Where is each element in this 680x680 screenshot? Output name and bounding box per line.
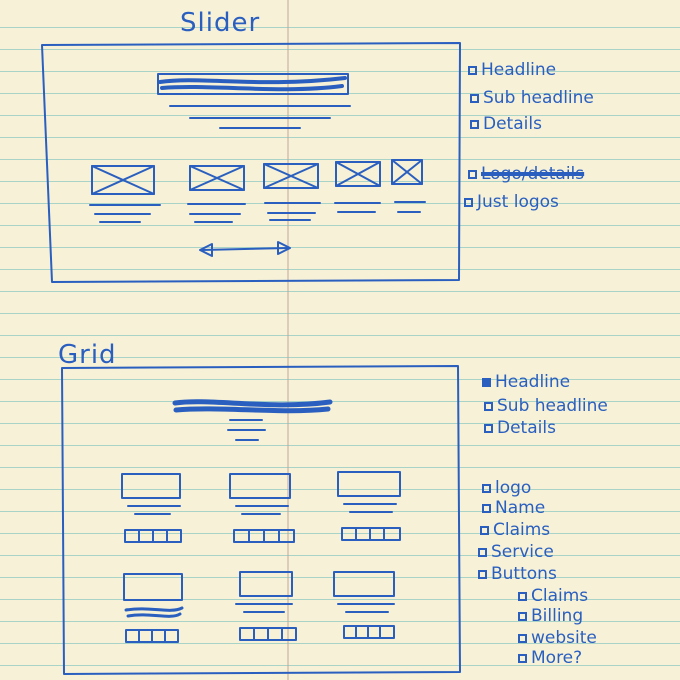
- grid-option-buttons-claims[interactable]: Claims: [518, 586, 588, 606]
- option-label: Logo/details: [481, 164, 585, 184]
- grid-option-headline[interactable]: Headline: [482, 372, 570, 392]
- checkbox-icon[interactable]: [482, 503, 491, 513]
- option-label: Sub headline: [497, 396, 608, 416]
- checkbox-icon[interactable]: [470, 119, 479, 129]
- slider-title: Slider: [180, 8, 261, 38]
- grid-option-details[interactable]: Details: [484, 418, 556, 438]
- option-label: Headline: [495, 372, 571, 392]
- option-label: logo: [495, 478, 532, 498]
- checkbox-icon[interactable]: [518, 611, 527, 621]
- option-label: Details: [497, 418, 556, 438]
- checkbox-icon[interactable]: [468, 65, 477, 75]
- option-label: website: [531, 628, 597, 648]
- checkbox-icon[interactable]: [484, 423, 493, 433]
- checkbox-icon[interactable]: [484, 401, 493, 411]
- grid-option-claims[interactable]: Claims: [480, 520, 550, 540]
- option-label: Sub headline: [483, 88, 594, 108]
- option-label: More?: [531, 648, 583, 668]
- checkbox-icon[interactable]: [470, 93, 479, 103]
- option-label: Service: [491, 542, 554, 562]
- grid-option-service[interactable]: Service: [478, 542, 554, 562]
- grid-wireframe: [61, 365, 461, 675]
- checkbox-icon[interactable]: [478, 569, 487, 579]
- grid-option-sub-headline[interactable]: Sub headline: [484, 396, 608, 416]
- option-label: Name: [495, 498, 546, 518]
- checkbox-icon[interactable]: [518, 591, 527, 601]
- grid-option-buttons-website[interactable]: website: [518, 628, 597, 648]
- option-label: Details: [483, 114, 542, 134]
- slider-option-details[interactable]: Details: [470, 114, 542, 134]
- checkbox-icon[interactable]: [478, 547, 487, 557]
- checkbox-icon[interactable]: [468, 169, 477, 179]
- slider-option-headline[interactable]: Headline: [468, 60, 556, 80]
- grid-option-buttons-more[interactable]: More?: [518, 648, 582, 668]
- checkbox-checked-icon[interactable]: [482, 377, 491, 387]
- option-label: Just logos: [477, 192, 559, 212]
- option-label: Headline: [481, 60, 557, 80]
- grid-option-buttons-billing[interactable]: Billing: [518, 606, 583, 626]
- grid-option-logo[interactable]: logo: [482, 478, 531, 498]
- checkbox-icon[interactable]: [480, 525, 489, 535]
- grid-option-buttons[interactable]: Buttons: [478, 564, 557, 584]
- checkbox-icon[interactable]: [482, 483, 491, 493]
- checkbox-icon[interactable]: [518, 633, 527, 643]
- slider-wireframe: [41, 42, 461, 283]
- grid-title: Grid: [58, 340, 117, 370]
- option-label: Billing: [531, 606, 584, 626]
- option-label: Claims: [493, 520, 551, 540]
- checkbox-icon[interactable]: [518, 653, 527, 663]
- option-label: Buttons: [491, 564, 557, 584]
- slider-option-logo-details[interactable]: Logo/details: [468, 164, 584, 184]
- slider-option-just-logos[interactable]: Just logos: [464, 192, 559, 212]
- option-label: Claims: [531, 586, 589, 606]
- checkbox-icon[interactable]: [464, 197, 473, 207]
- grid-option-name[interactable]: Name: [482, 498, 545, 518]
- slider-option-sub-headline[interactable]: Sub headline: [470, 88, 594, 108]
